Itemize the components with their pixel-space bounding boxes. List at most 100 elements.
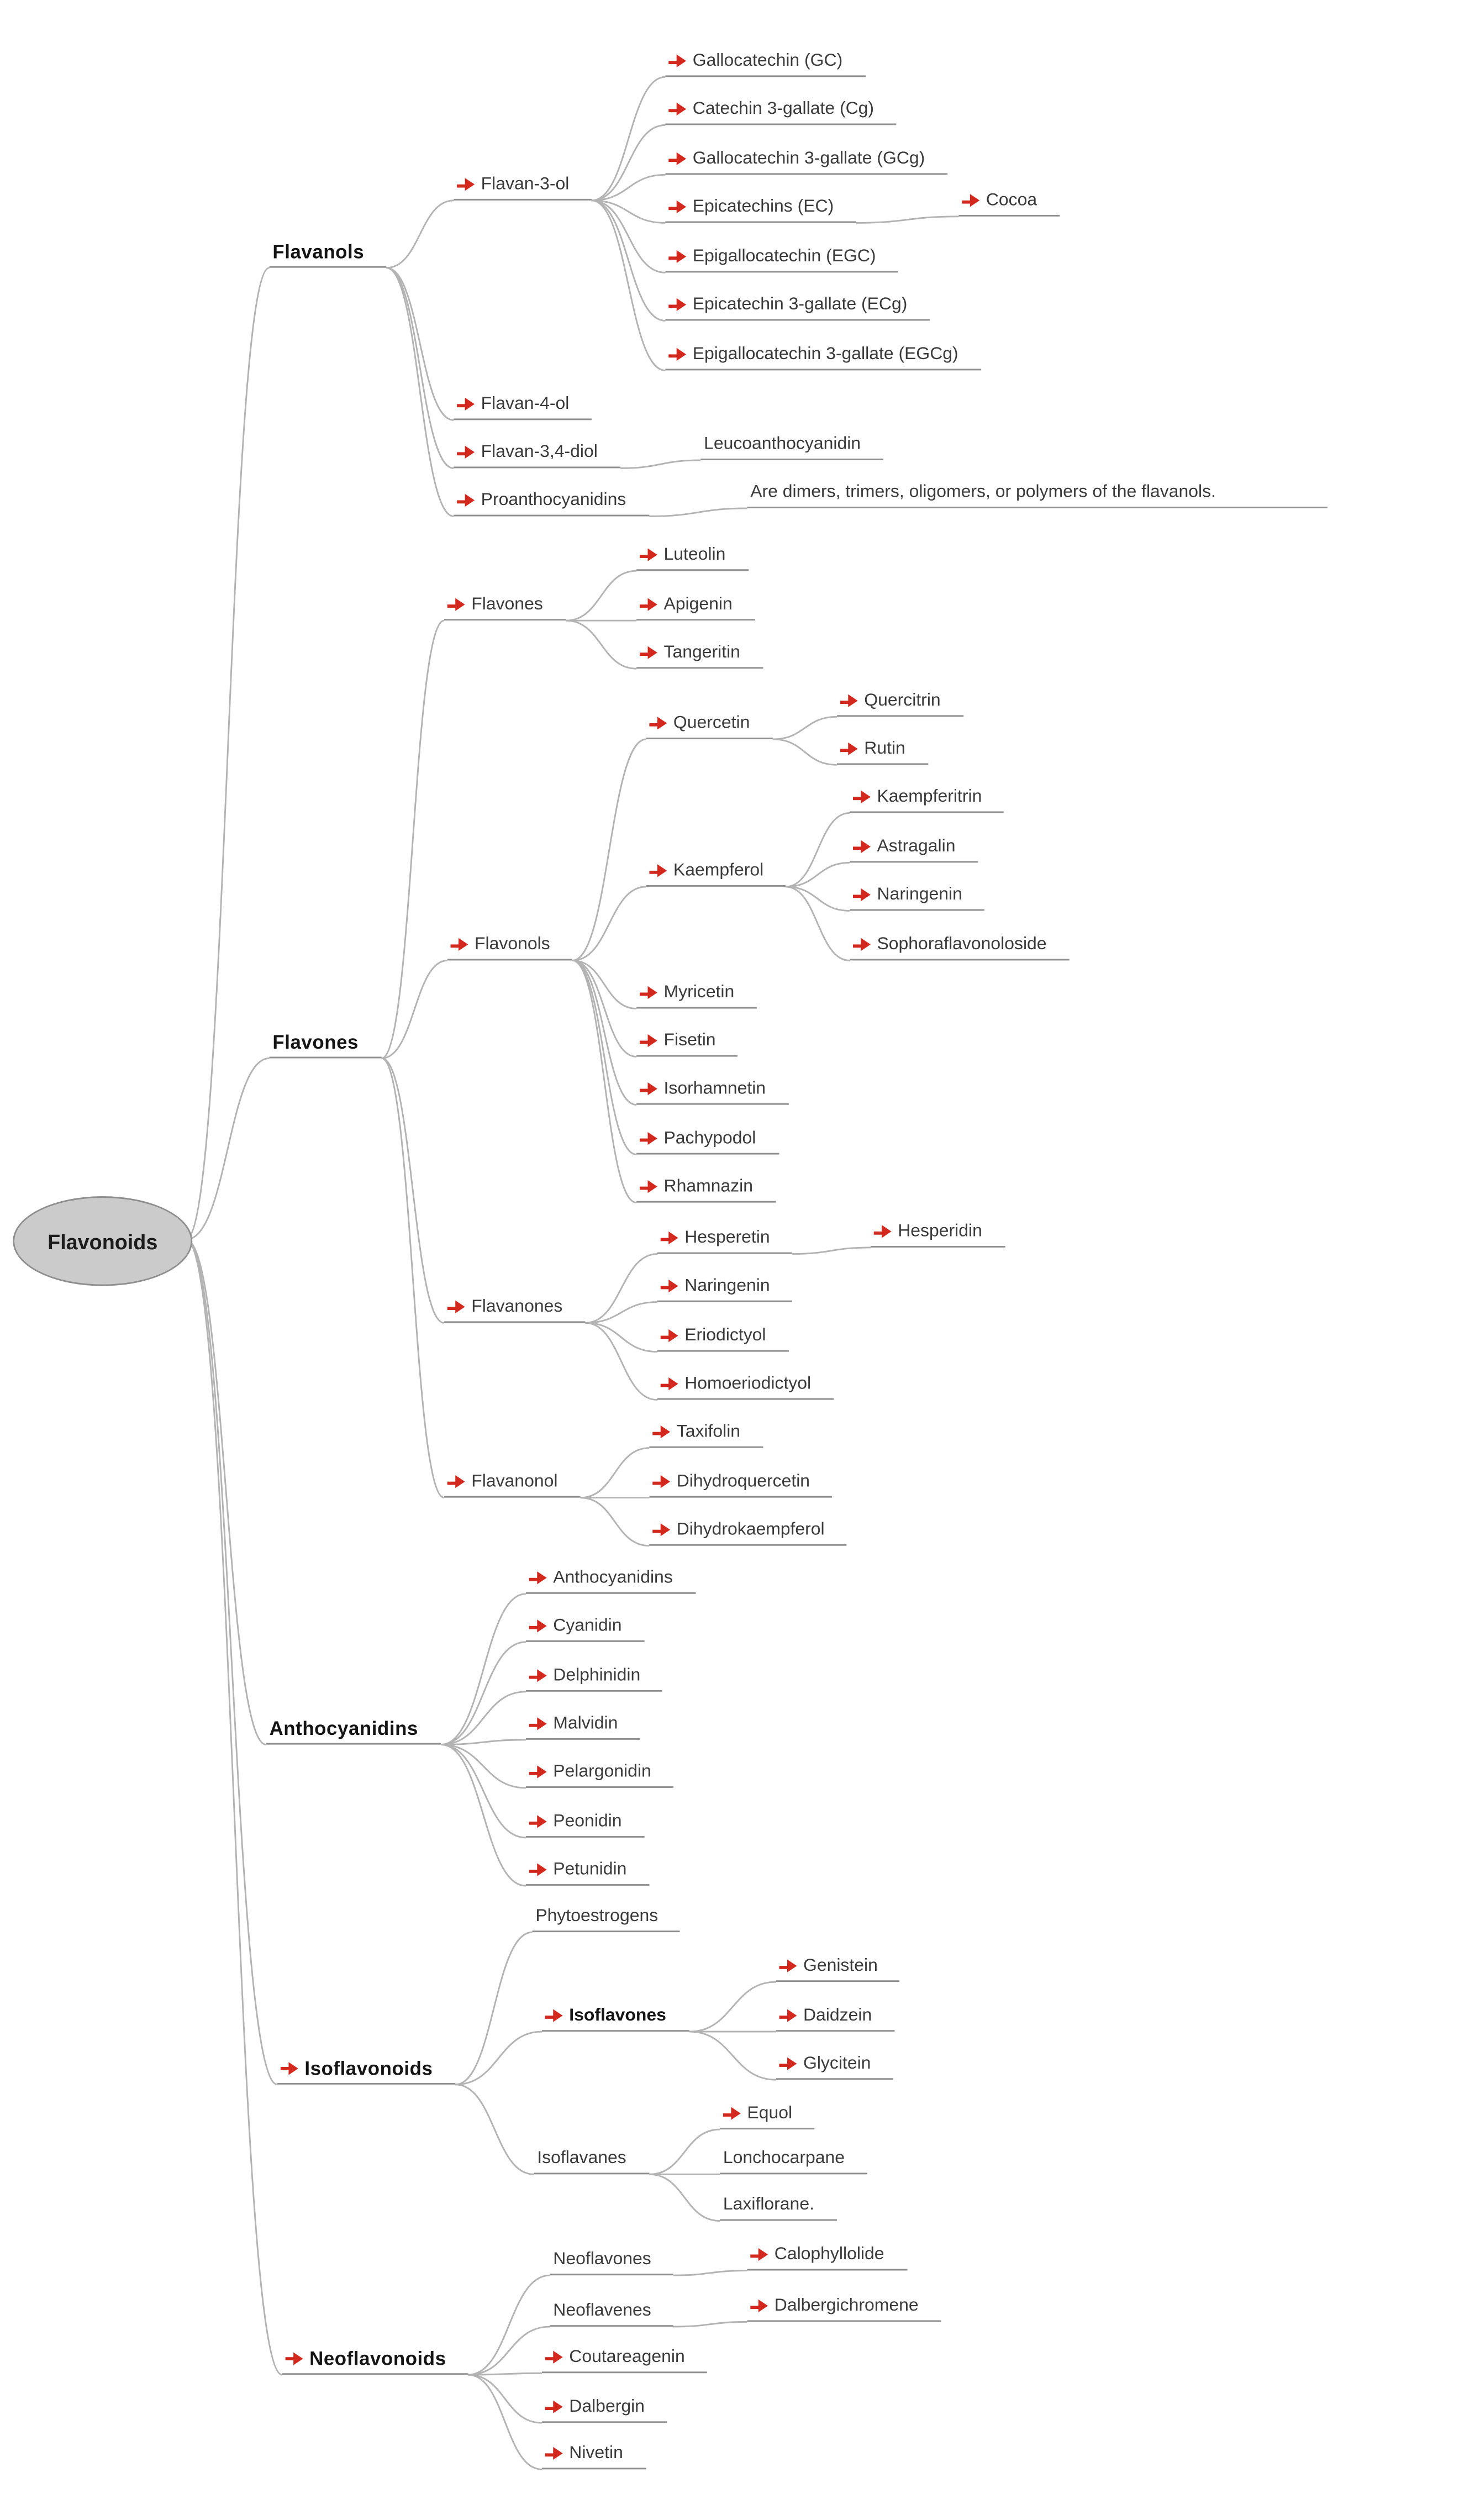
node-myricetin[interactable]: Myricetin bbox=[636, 981, 757, 1009]
node-kaempferitrin[interactable]: Kaempferitrin bbox=[850, 786, 1005, 813]
node-label: Cyanidin bbox=[553, 1616, 622, 1636]
node-label: Rhamnazin bbox=[663, 1177, 753, 1197]
connector-line bbox=[772, 738, 837, 766]
node-glycitein[interactable]: Glycitein bbox=[776, 2053, 894, 2080]
node-gallocatechin[interactable]: Gallocatechin (GC) bbox=[665, 50, 865, 77]
node-petunidin[interactable]: Petunidin bbox=[525, 1859, 650, 1886]
connector-line bbox=[649, 2173, 720, 2222]
node-anthocyanidins-sub[interactable]: Anthocyanidins bbox=[525, 1566, 696, 1594]
node-neoflavenes[interactable]: Neoflavenes bbox=[550, 2300, 674, 2327]
connector-line bbox=[455, 2084, 534, 2175]
node-gallocatechin-3-gallate[interactable]: Gallocatechin 3-gallate (GCg) bbox=[665, 148, 947, 175]
node-dihydroquercetin[interactable]: Dihydroquercetin bbox=[649, 1470, 833, 1498]
node-epigallocatechin[interactable]: Epigallocatechin (EGC) bbox=[665, 245, 899, 273]
node-taxifolin[interactable]: Taxifolin bbox=[649, 1421, 763, 1448]
node-neoflavonoids[interactable]: Neoflavonoids bbox=[282, 2346, 469, 2375]
node-peonidin[interactable]: Peonidin bbox=[525, 1811, 645, 1838]
arrow-icon bbox=[668, 54, 687, 69]
node-hesperidin[interactable]: Hesperidin bbox=[870, 1220, 1005, 1248]
node-calophyllolide[interactable]: Calophyllolide bbox=[747, 2243, 907, 2271]
node-label: Neoflavenes bbox=[553, 2301, 651, 2321]
arrow-icon bbox=[639, 598, 657, 613]
node-label: Dihydrokaempferol bbox=[676, 1520, 825, 1540]
node-cocoa[interactable]: Cocoa bbox=[958, 189, 1060, 217]
node-isoflavonoids[interactable]: Isoflavonoids bbox=[277, 2056, 456, 2085]
node-pachypodol[interactable]: Pachypodol bbox=[636, 1127, 779, 1155]
arrow-icon bbox=[873, 1225, 892, 1239]
node-tangeritin[interactable]: Tangeritin bbox=[636, 641, 763, 669]
node-flavanols[interactable]: Flavanols bbox=[269, 239, 387, 268]
node-flavones[interactable]: Flavones bbox=[269, 1029, 381, 1059]
node-delphinidin[interactable]: Delphinidin bbox=[525, 1664, 663, 1692]
node-label: Kaempferitrin bbox=[877, 787, 982, 807]
node-epicatechins[interactable]: Epicatechins (EC) bbox=[665, 196, 856, 223]
node-flavones-sub[interactable]: Flavones bbox=[444, 593, 566, 621]
node-label: Neoflavonoids bbox=[309, 2347, 446, 2370]
node-rhamnazin[interactable]: Rhamnazin bbox=[636, 1175, 776, 1203]
node-phytoestrogens[interactable]: Phytoestrogens bbox=[532, 1905, 681, 1933]
arrow-icon bbox=[660, 1377, 678, 1392]
node-quercitrin[interactable]: Quercitrin bbox=[836, 690, 963, 717]
node-isoflavanes[interactable]: Isoflavanes bbox=[534, 2147, 649, 2175]
node-epicatechin-3-gallate[interactable]: Epicatechin 3-gallate (ECg) bbox=[665, 293, 930, 321]
node-proanthocyanidins[interactable]: Proanthocyanidins bbox=[454, 489, 649, 517]
node-dalbergin[interactable]: Dalbergin bbox=[541, 2396, 667, 2423]
node-flavanonol[interactable]: Flavanonol bbox=[444, 1470, 581, 1498]
arrow-icon bbox=[450, 938, 468, 953]
node-coutareagenin[interactable]: Coutareagenin bbox=[541, 2346, 708, 2374]
arrow-icon bbox=[639, 1034, 657, 1049]
node-epigallocatechin-3-gallate[interactable]: Epigallocatechin 3-gallate (EGCg) bbox=[665, 343, 981, 371]
node-flavonols[interactable]: Flavonols bbox=[447, 933, 573, 961]
node-malvidin[interactable]: Malvidin bbox=[525, 1713, 641, 1740]
node-apigenin[interactable]: Apigenin bbox=[636, 593, 755, 621]
node-anthocyanidins[interactable]: Anthocyanidins bbox=[266, 1716, 441, 1745]
node-isoflavones[interactable]: Isoflavones bbox=[541, 2005, 689, 2032]
node-hesperetin[interactable]: Hesperetin bbox=[657, 1227, 793, 1254]
node-flavan-3-ol[interactable]: Flavan-3-ol bbox=[454, 173, 592, 201]
node-leucoanthocyanidin[interactable]: Leucoanthocyanidin bbox=[700, 433, 883, 460]
connector-line bbox=[689, 1981, 776, 2033]
node-homoeriodictyol[interactable]: Homoeriodictyol bbox=[657, 1372, 834, 1400]
connector-line bbox=[572, 738, 646, 961]
node-eriodictyol[interactable]: Eriodictyol bbox=[657, 1324, 789, 1352]
node-flavanones[interactable]: Flavanones bbox=[444, 1296, 585, 1323]
node-label: Epigallocatechin 3-gallate (EGCg) bbox=[692, 344, 958, 364]
node-label: Luteolin bbox=[663, 545, 726, 565]
connector-line bbox=[591, 199, 666, 322]
node-flavan-4-ol[interactable]: Flavan-4-ol bbox=[454, 393, 592, 420]
connector-line bbox=[468, 2374, 542, 2424]
connector-line bbox=[591, 124, 666, 202]
node-proanthocyanidins-note[interactable]: Are dimers, trimers, oligomers, or polym… bbox=[747, 481, 1329, 508]
node-isorhamnetin[interactable]: Isorhamnetin bbox=[636, 1077, 788, 1105]
node-lonchocarpane[interactable]: Lonchocarpane bbox=[720, 2147, 867, 2175]
node-equol[interactable]: Equol bbox=[720, 2102, 815, 2130]
node-naringenin-flavanone[interactable]: Naringenin bbox=[657, 1275, 793, 1302]
connector-line bbox=[856, 215, 959, 224]
node-flavan-3-4-diol[interactable]: Flavan-3,4-diol bbox=[454, 441, 620, 469]
node-fisetin[interactable]: Fisetin bbox=[636, 1029, 739, 1057]
node-astragalin[interactable]: Astragalin bbox=[850, 835, 978, 863]
arrow-icon bbox=[649, 717, 667, 731]
connector-line bbox=[673, 2321, 747, 2328]
node-dihydrokaempferol[interactable]: Dihydrokaempferol bbox=[649, 1518, 847, 1546]
node-quercetin[interactable]: Quercetin bbox=[646, 712, 772, 739]
node-genistein[interactable]: Genistein bbox=[776, 1955, 900, 1982]
node-laxiflorane[interactable]: Laxiflorane. bbox=[720, 2193, 837, 2221]
node-catechin-3-gallate[interactable]: Catechin 3-gallate (Cg) bbox=[665, 98, 897, 125]
node-dalbergichromene[interactable]: Dalbergichromene bbox=[747, 2295, 941, 2322]
node-naringenin-kaempferol[interactable]: Naringenin bbox=[850, 883, 985, 911]
node-luteolin[interactable]: Luteolin bbox=[636, 544, 749, 571]
node-label: Peonidin bbox=[553, 1812, 622, 1832]
node-sophoraflavonoloside[interactable]: Sophoraflavonoloside bbox=[850, 933, 1070, 961]
node-rutin[interactable]: Rutin bbox=[836, 738, 928, 765]
node-pelargonidin[interactable]: Pelargonidin bbox=[525, 1761, 674, 1788]
arrow-icon bbox=[457, 397, 475, 412]
node-daidzein[interactable]: Daidzein bbox=[776, 2005, 894, 2032]
node-neoflavones[interactable]: Neoflavones bbox=[550, 2248, 674, 2276]
node-nivetin[interactable]: Nivetin bbox=[541, 2442, 646, 2470]
node-cyanidin[interactable]: Cyanidin bbox=[525, 1615, 645, 1642]
connector-line bbox=[186, 1238, 283, 2376]
root-node-flavonoids[interactable]: Flavonoids bbox=[13, 1196, 193, 1286]
node-kaempferol[interactable]: Kaempferol bbox=[646, 860, 786, 887]
